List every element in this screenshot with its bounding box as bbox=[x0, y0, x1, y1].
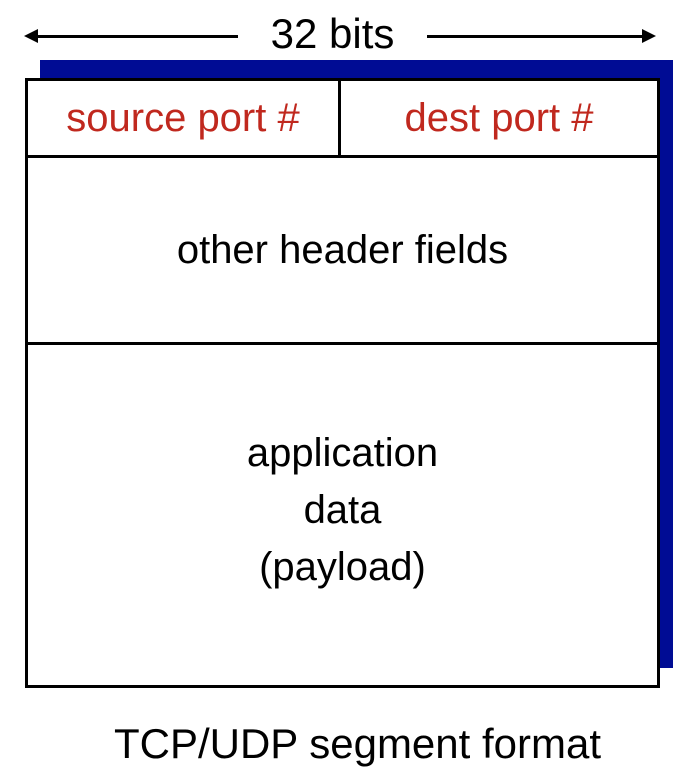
width-label: 32 bits bbox=[270, 10, 395, 57]
arrow-left-head-icon bbox=[24, 29, 38, 43]
dest-port-field: dest port # bbox=[404, 95, 594, 140]
source-port-field: source port # bbox=[28, 81, 341, 155]
arrow-right-head-icon bbox=[642, 29, 656, 43]
payload-field: application data (payload) bbox=[28, 345, 657, 685]
other-header-fields: other header fields bbox=[28, 158, 657, 345]
segment-box: source port # dest port # other header f… bbox=[25, 78, 660, 688]
width-arrow-left bbox=[32, 35, 238, 38]
payload-line: (payload) bbox=[259, 545, 426, 589]
width-arrow-right bbox=[427, 35, 647, 38]
port-row: source port # dest port # bbox=[28, 81, 657, 158]
payload-line: data bbox=[303, 488, 382, 532]
caption: TCP/UDP segment format bbox=[113, 720, 602, 767]
payload-line: application bbox=[246, 431, 439, 475]
